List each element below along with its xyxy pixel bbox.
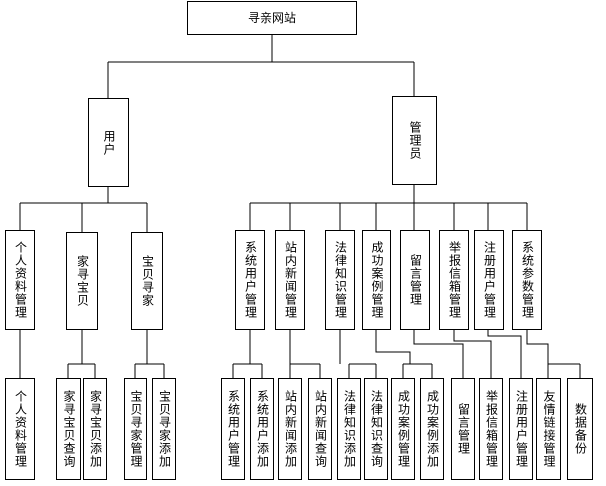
leaf-site-news-add: 站内新闻添加 xyxy=(278,378,302,480)
leaf-friend-links-manage: 友情链接管理 xyxy=(536,378,561,480)
root-node: 寻亲网站 xyxy=(187,1,357,35)
admin-module-system-params: 系统参数管理 xyxy=(512,230,542,330)
leaf-success-cases-manage: 成功案例管理 xyxy=(391,378,415,480)
leaf-site-news-query: 站内新闻查询 xyxy=(308,378,332,480)
admin-module-site-news: 站内新闻管理 xyxy=(275,230,305,330)
leaf-registered-users-manage: 注册用户管理 xyxy=(509,378,533,480)
admin-module-report-mailbox: 举报信箱管理 xyxy=(439,230,469,330)
leaf-system-users-add: 系统用户添加 xyxy=(250,378,274,480)
leaf-home-find-baby-add: 家寻宝贝添加 xyxy=(83,378,107,480)
leaf-success-cases-add: 成功案例添加 xyxy=(420,378,444,480)
admin-module-success-cases: 成功案例管理 xyxy=(362,230,391,330)
role-user: 用户 xyxy=(88,98,129,187)
leaf-messages-manage: 留言管理 xyxy=(451,378,475,480)
leaf-system-users-manage: 系统用户管理 xyxy=(221,378,245,480)
leaf-profile-manage: 个人资料管理 xyxy=(5,378,35,480)
admin-module-legal-knowledge: 法律知识管理 xyxy=(325,230,355,330)
leaf-legal-knowledge-add: 法律知识添加 xyxy=(337,378,361,480)
user-module-baby-find-home: 宝贝寻家 xyxy=(131,232,163,330)
admin-module-registered-users: 注册用户管理 xyxy=(474,230,504,330)
leaf-baby-find-home-manage: 宝贝寻家管理 xyxy=(124,378,147,480)
leaf-report-mailbox-manage: 举报信箱管理 xyxy=(479,378,503,480)
admin-module-messages: 留言管理 xyxy=(400,230,430,330)
leaf-data-backup: 数据备份 xyxy=(567,378,593,480)
leaf-baby-find-home-add: 宝贝寻家添加 xyxy=(152,378,176,480)
role-admin: 管理员 xyxy=(392,96,437,185)
leaf-legal-knowledge-query: 法律知识查询 xyxy=(364,378,388,480)
user-module-profile: 个人资料管理 xyxy=(5,230,35,330)
user-module-home-find-baby: 家寻宝贝 xyxy=(66,232,98,330)
leaf-home-find-baby-query: 家寻宝贝查询 xyxy=(56,378,81,480)
admin-module-system-users: 系统用户管理 xyxy=(235,230,265,330)
